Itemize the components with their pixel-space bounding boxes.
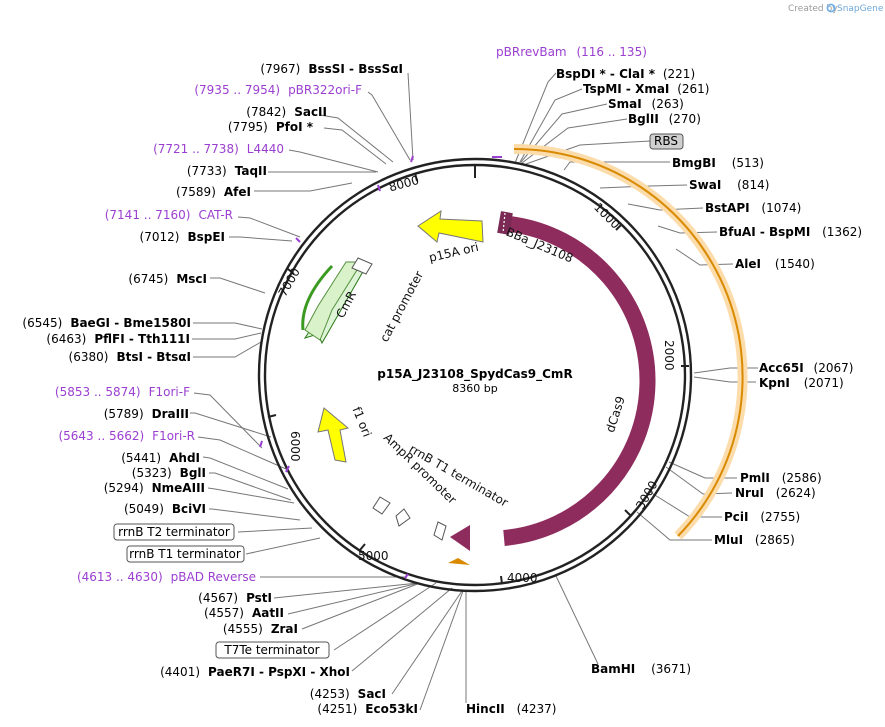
site-paer7i-pspxi-xhoi[interactable]: (4401)PaeR7I - PspXI - XhoI [160, 665, 350, 679]
site-draiii[interactable]: (5789)DraIII [104, 407, 189, 421]
site-f1ori-r[interactable]: (5643 .. 5662)F1ori-R [58, 429, 195, 443]
site-sacii[interactable]: (7842)SacII [246, 105, 327, 119]
site-nrui[interactable]: NruI (2624) [735, 486, 816, 500]
site-msci[interactable]: (6745)MscI [128, 272, 207, 286]
credit-created-by: Created by [788, 4, 838, 14]
dcas9-arrowhead [450, 525, 470, 551]
dcas9-span-arrowhead [448, 558, 470, 565]
leader-lines [190, 72, 758, 711]
snapgene-logo-icon [826, 3, 836, 13]
site-baegi[interactable]: (6545)BaeGI - Bme1580I [22, 316, 191, 330]
site-afei[interactable]: (7589)AfeI [176, 185, 251, 199]
site-swai[interactable]: SwaI (814) [689, 178, 769, 192]
site-bmgbi[interactable]: BmgBI (513) [672, 156, 764, 170]
site-zrai[interactable]: (4555)ZraI [223, 622, 298, 636]
tick-label-4000: 4000 [507, 571, 538, 585]
site-aatii[interactable]: (4557)AatII [204, 606, 284, 620]
plasmid-length: 8360 bp [452, 382, 497, 395]
site-ahdi[interactable]: (5441)AhdI [121, 451, 200, 465]
tick-label-2000: 2000 [662, 340, 676, 371]
feature-label-cat-promoter: cat promoter [377, 269, 426, 345]
site-kpni[interactable]: KpnI (2071) [759, 376, 844, 390]
site-pflfi[interactable]: (6463)PflFI - Tth111I [46, 332, 190, 346]
site-bgli[interactable]: (5323)BglI [132, 466, 206, 480]
svg-text:rrnB T1 terminator: rrnB T1 terminator [129, 547, 241, 561]
site-bglii[interactable]: BglII (270) [628, 112, 701, 126]
site-f1ori-f[interactable]: (5853 .. 5874)F1ori-F [55, 385, 190, 399]
site-psti[interactable]: (4567)PstI [198, 591, 272, 605]
feature-label-dcas9: dCas9 [603, 394, 628, 434]
site-smai[interactable]: SmaI (263) [608, 97, 684, 111]
svg-text:T7Te terminator: T7Te terminator [223, 643, 319, 657]
credit-brand: SnapGene [837, 4, 884, 14]
site-mlui[interactable]: MluI (2865) [714, 533, 795, 547]
bba-split-mark [502, 212, 506, 234]
site-bstapi[interactable]: BstAPI (1074) [705, 201, 801, 215]
plasmid-name: p15A_J23108_SpydCas9_CmR [377, 367, 572, 382]
feature-box-rbs[interactable]: RBS [649, 133, 684, 150]
ruler-ticks [267, 172, 689, 585]
bba-j23108-block [497, 211, 513, 235]
svg-text:RBS: RBS [654, 134, 678, 148]
site-tspmi-xmai[interactable]: TspMI - XmaI (261) [583, 82, 710, 96]
right-site-labels: pBRrevBam (116 .. 135) BspDI * - ClaI * … [466, 45, 862, 716]
primer-marks [259, 155, 502, 579]
cmr-green-line [301, 264, 334, 331]
tick-label-6000: 6000 [288, 431, 302, 462]
site-bfuai-bspmi[interactable]: BfuAI - BspMI (1362) [719, 225, 862, 239]
site-saci[interactable]: (4253)SacI [310, 687, 386, 701]
site-cat-r[interactable]: (7141 .. 7160)CAT-R [105, 208, 233, 222]
p15a-ori-arrow [417, 209, 484, 243]
site-bsssi[interactable]: (7967)BssSI - BssSαI [260, 62, 403, 76]
feature-label-p15a-ori: p15A ori [428, 240, 480, 265]
tick-label-3000: 3000 [633, 478, 660, 511]
site-eco53ki[interactable]: (4251)Eco53kI [317, 702, 418, 716]
site-acc65i[interactable]: Acc65I (2067) [759, 361, 853, 375]
dcas9-arc [503, 216, 656, 546]
site-bamhi[interactable]: BamHI (3671) [591, 662, 691, 676]
dcas9-span-line [513, 147, 744, 537]
site-pmli[interactable]: PmlI (2586) [740, 471, 822, 485]
site-nmeaiii[interactable]: (5294)NmeAIII [104, 481, 205, 495]
feature-box-t7te[interactable]: T7Te terminator [215, 641, 330, 659]
feature-box-rrnb-t2[interactable]: rrnB T2 terminator [113, 523, 235, 541]
site-hincii[interactable]: HincII (4237) [466, 702, 556, 716]
site-pbrrevbam[interactable]: pBRrevBam (116 .. 135) [496, 45, 647, 59]
left-site-labels: (7967)BssSI - BssSαI (7935 .. 7954)pBR32… [22, 62, 418, 716]
site-alei[interactable]: AleI (1540) [735, 257, 815, 271]
cmr-arrow [304, 261, 363, 341]
site-pfoi[interactable]: (7795)PfoI * [228, 120, 314, 134]
site-bcivi[interactable]: (5049)BciVI [124, 502, 206, 516]
site-bspei[interactable]: (7012)BspEI [140, 230, 225, 244]
dcas9-split-mark [603, 451, 617, 463]
ampr-promoter-arrow-1 [372, 496, 391, 515]
backbone [257, 157, 693, 593]
ampr-promoter-arrow-2 [395, 508, 411, 527]
feature-label-f1-ori: f1 ori [349, 405, 374, 439]
f1-ori-arrow [317, 407, 350, 463]
rrnb-t1-arrow [433, 521, 447, 541]
cat-promoter-arrow [351, 257, 373, 275]
site-taqii[interactable]: (7733)TaqII [187, 164, 267, 178]
site-pbad-reverse[interactable]: (4613 .. 4630)pBAD Reverse [77, 570, 256, 584]
site-pbr322ori-f[interactable]: (7935 .. 7954)pBR322ori-F [194, 83, 362, 97]
site-bspdi-clai[interactable]: BspDI * - ClaI * (221) [556, 67, 695, 81]
site-pcii[interactable]: PciI (2755) [724, 510, 800, 524]
site-btsi[interactable]: (6380)BtsI - BtsαI [69, 350, 191, 364]
tick-label-5000: 5000 [358, 549, 389, 563]
site-l4440[interactable]: (7721 .. 7738)L4440 [153, 142, 284, 156]
feature-box-rrnb-t1[interactable]: rrnB T1 terminator [126, 545, 245, 563]
svg-text:rrnB T2 terminator: rrnB T2 terminator [118, 525, 230, 539]
